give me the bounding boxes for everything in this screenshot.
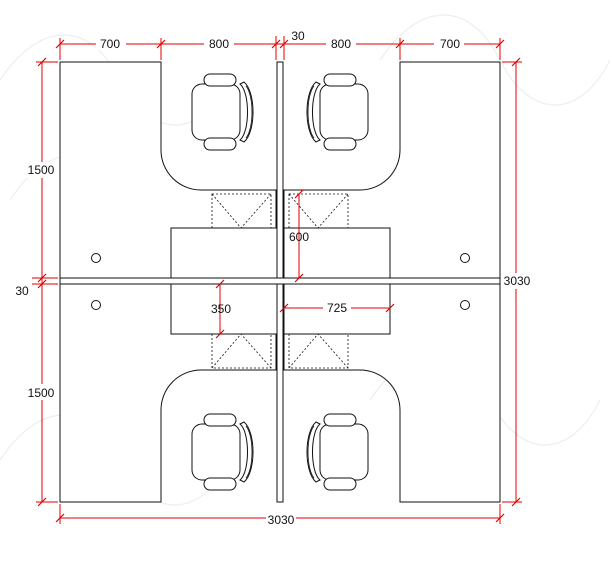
cable-grommet-icon bbox=[460, 300, 470, 310]
dim-label-left-upper: 1500 bbox=[28, 163, 55, 177]
office-chair-icon bbox=[191, 413, 254, 491]
dim-label-top-panel: 30 bbox=[291, 29, 305, 43]
left-dimension-chain bbox=[32, 57, 58, 507]
dim-label-pedestal-height: 350 bbox=[211, 302, 231, 316]
cable-grommet-icon bbox=[91, 253, 101, 263]
dim-label-top-desk-right: 700 bbox=[440, 37, 460, 51]
dim-label-pedestal-depth: 600 bbox=[289, 230, 309, 244]
dim-label-top-return-right: 800 bbox=[331, 37, 351, 51]
top-dimension-chain bbox=[55, 36, 505, 60]
office-chair-icon bbox=[191, 73, 254, 151]
desk-bottom-left bbox=[59, 283, 277, 503]
horizontal-divider-panel bbox=[59, 277, 501, 285]
cable-grommet-icon bbox=[91, 300, 101, 310]
pedestal-top-left bbox=[170, 227, 278, 279]
desk-top-left bbox=[59, 61, 277, 279]
open-drawer-bottom-right bbox=[288, 333, 349, 369]
open-drawer-top-left bbox=[211, 193, 272, 229]
dim-label-left-lower: 1500 bbox=[28, 386, 55, 400]
desk-bottom-right bbox=[283, 283, 501, 503]
open-drawer-top-right bbox=[288, 193, 349, 229]
pedestal-height-dimension bbox=[215, 279, 225, 339]
office-chair-icon bbox=[306, 413, 369, 491]
pedestal-depth-dimension bbox=[294, 189, 304, 283]
desk-top-right bbox=[283, 61, 501, 279]
cable-grommet-icon bbox=[460, 253, 470, 263]
dim-label-left-panel: 30 bbox=[15, 284, 29, 298]
dim-label-top-desk-left: 700 bbox=[100, 37, 120, 51]
dim-label-top-return-left: 800 bbox=[209, 37, 229, 51]
office-chair-icon bbox=[306, 73, 369, 151]
dim-label-pedestal-width: 725 bbox=[327, 301, 347, 315]
open-drawer-bottom-left bbox=[211, 333, 272, 369]
pedestal-bottom-left bbox=[170, 283, 278, 335]
pedestal-top-right bbox=[283, 227, 391, 279]
dim-label-bottom-total: 3030 bbox=[268, 513, 295, 527]
dim-label-right-total: 3030 bbox=[504, 274, 531, 288]
